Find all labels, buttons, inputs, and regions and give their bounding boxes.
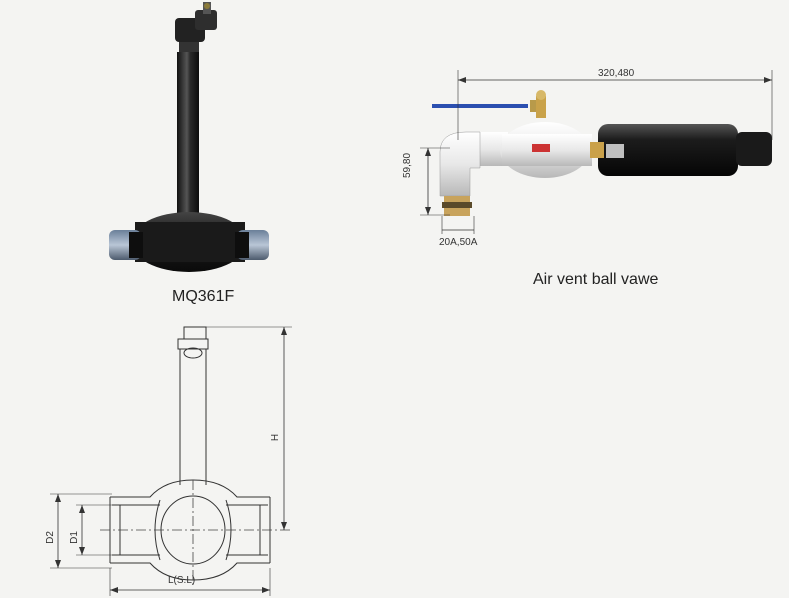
air-vent-length-label: 320,480 (598, 68, 635, 79)
air-vent-photo (410, 60, 780, 260)
technical-drawing (0, 300, 320, 598)
drawing-height-label: H (270, 433, 282, 442)
drawing-d1-label: D1 (68, 531, 80, 544)
drawing-length-label: L(S.L) (168, 575, 196, 586)
air-vent-caption: Air vent ball vawe (533, 271, 659, 288)
air-vent-size-label: 20A,50A (439, 237, 478, 248)
drawing-d2-label: D2 (44, 531, 56, 544)
mq361f-photo (95, 0, 285, 280)
air-vent-height-label: 59,80 (402, 152, 413, 178)
mq361f-caption: MQ361F (172, 288, 235, 305)
